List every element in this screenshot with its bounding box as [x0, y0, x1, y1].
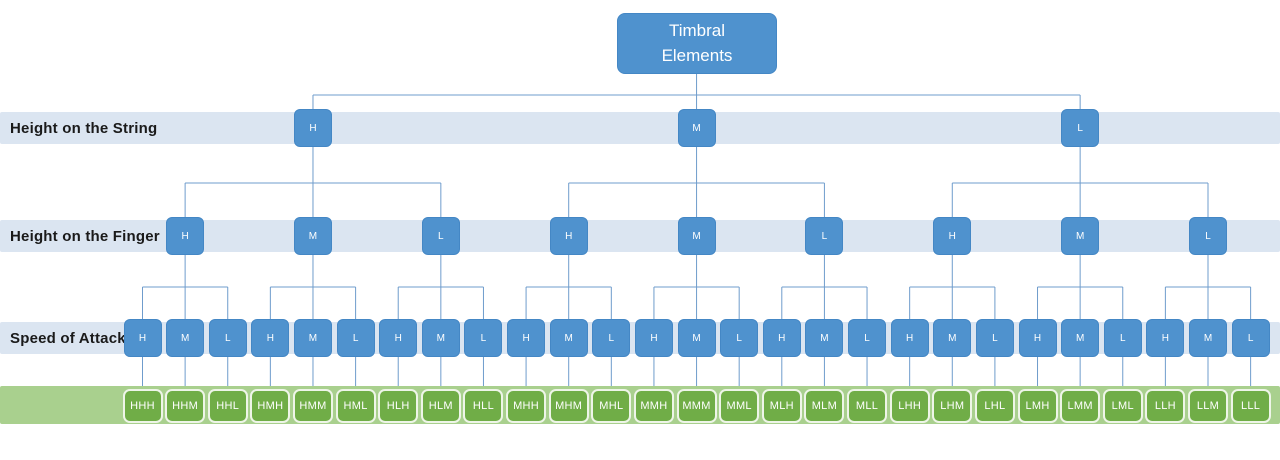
- leaf-node-hhl: HHL: [207, 389, 248, 423]
- attack-node-h-15: H: [762, 319, 801, 357]
- attack-node-l-8: L: [464, 319, 503, 357]
- leaf-node-hlm: HLM: [420, 389, 461, 423]
- finger-node-h-3: H: [549, 217, 588, 255]
- attack-node-h-21: H: [1018, 319, 1057, 357]
- attack-node-m-16: M: [805, 319, 844, 357]
- attack-node-m-19: M: [933, 319, 972, 357]
- row-label-speed-of-attack: Speed of Attack: [10, 329, 126, 347]
- attack-node-l-5: L: [336, 319, 375, 357]
- leaf-node-mmh: MMH: [633, 389, 674, 423]
- leaf-node-lll: LLL: [1230, 389, 1271, 423]
- attack-node-l-20: L: [975, 319, 1014, 357]
- leaf-node-hlh: HLH: [378, 389, 419, 423]
- attack-node-l-2: L: [208, 319, 247, 357]
- row-label-height-on-the-finger: Height on the Finger: [10, 227, 160, 245]
- leaf-node-lhh: LHH: [889, 389, 930, 423]
- leaf-node-hhh: HHH: [122, 389, 163, 423]
- attack-node-h-6: H: [379, 319, 418, 357]
- finger-node-l-5: L: [805, 217, 844, 255]
- string-node-h: H: [293, 109, 332, 147]
- leaf-node-hml: HML: [335, 389, 376, 423]
- attack-node-m-1: M: [166, 319, 205, 357]
- leaf-node-hmh: HMH: [250, 389, 291, 423]
- attack-node-m-7: M: [421, 319, 460, 357]
- leaf-node-lmh: LMH: [1017, 389, 1058, 423]
- finger-node-m-1: M: [293, 217, 332, 255]
- finger-node-m-4: M: [677, 217, 716, 255]
- leaf-node-llm: LLM: [1188, 389, 1228, 423]
- finger-node-m-7: M: [1061, 217, 1100, 255]
- attack-node-h-18: H: [890, 319, 929, 357]
- attack-node-l-14: L: [720, 319, 759, 357]
- attack-node-h-24: H: [1146, 319, 1185, 357]
- leaf-node-lhl: LHL: [974, 389, 1015, 423]
- leaf-node-mhl: MHL: [591, 389, 632, 423]
- leaf-node-mml: MML: [719, 389, 760, 423]
- row-label-height-on-the-string: Height on the String: [10, 119, 158, 137]
- attack-node-l-26: L: [1231, 319, 1270, 357]
- finger-node-h-6: H: [933, 217, 972, 255]
- attack-node-h-9: H: [507, 319, 546, 357]
- attack-node-h-0: H: [123, 319, 162, 357]
- leaf-node-hll: HLL: [463, 389, 504, 423]
- attack-node-m-13: M: [677, 319, 716, 357]
- root-node-timbral-elements: Timbral Elements: [617, 13, 777, 74]
- string-node-l: L: [1061, 109, 1100, 147]
- leaf-node-lhm: LHM: [932, 389, 973, 423]
- leaf-node-mmm: MMM: [676, 389, 717, 423]
- finger-node-h-0: H: [166, 217, 205, 255]
- attack-node-h-12: H: [634, 319, 673, 357]
- finger-node-l-8: L: [1189, 217, 1227, 255]
- string-node-m: M: [677, 109, 716, 147]
- leaf-node-lml: LML: [1102, 389, 1143, 423]
- attack-node-m-4: M: [293, 319, 332, 357]
- root-node-label: Timbral Elements: [661, 20, 733, 65]
- leaf-node-mhm: MHM: [548, 389, 589, 423]
- finger-node-l-2: L: [421, 217, 460, 255]
- attack-node-l-11: L: [592, 319, 631, 357]
- leaf-node-mlm: MLM: [804, 389, 845, 423]
- attack-node-m-22: M: [1061, 319, 1100, 357]
- leaf-node-hmm: HMM: [292, 389, 333, 423]
- attack-node-m-25: M: [1189, 319, 1227, 357]
- leaf-node-hhm: HHM: [165, 389, 206, 423]
- leaf-node-llh: LLH: [1145, 389, 1186, 423]
- attack-node-l-17: L: [848, 319, 887, 357]
- leaf-node-mhh: MHH: [506, 389, 547, 423]
- leaf-node-mlh: MLH: [761, 389, 802, 423]
- attack-node-l-23: L: [1103, 319, 1142, 357]
- attack-node-m-10: M: [549, 319, 588, 357]
- attack-node-h-3: H: [251, 319, 290, 357]
- leaf-node-lmm: LMM: [1060, 389, 1101, 423]
- leaf-node-mll: MLL: [847, 389, 888, 423]
